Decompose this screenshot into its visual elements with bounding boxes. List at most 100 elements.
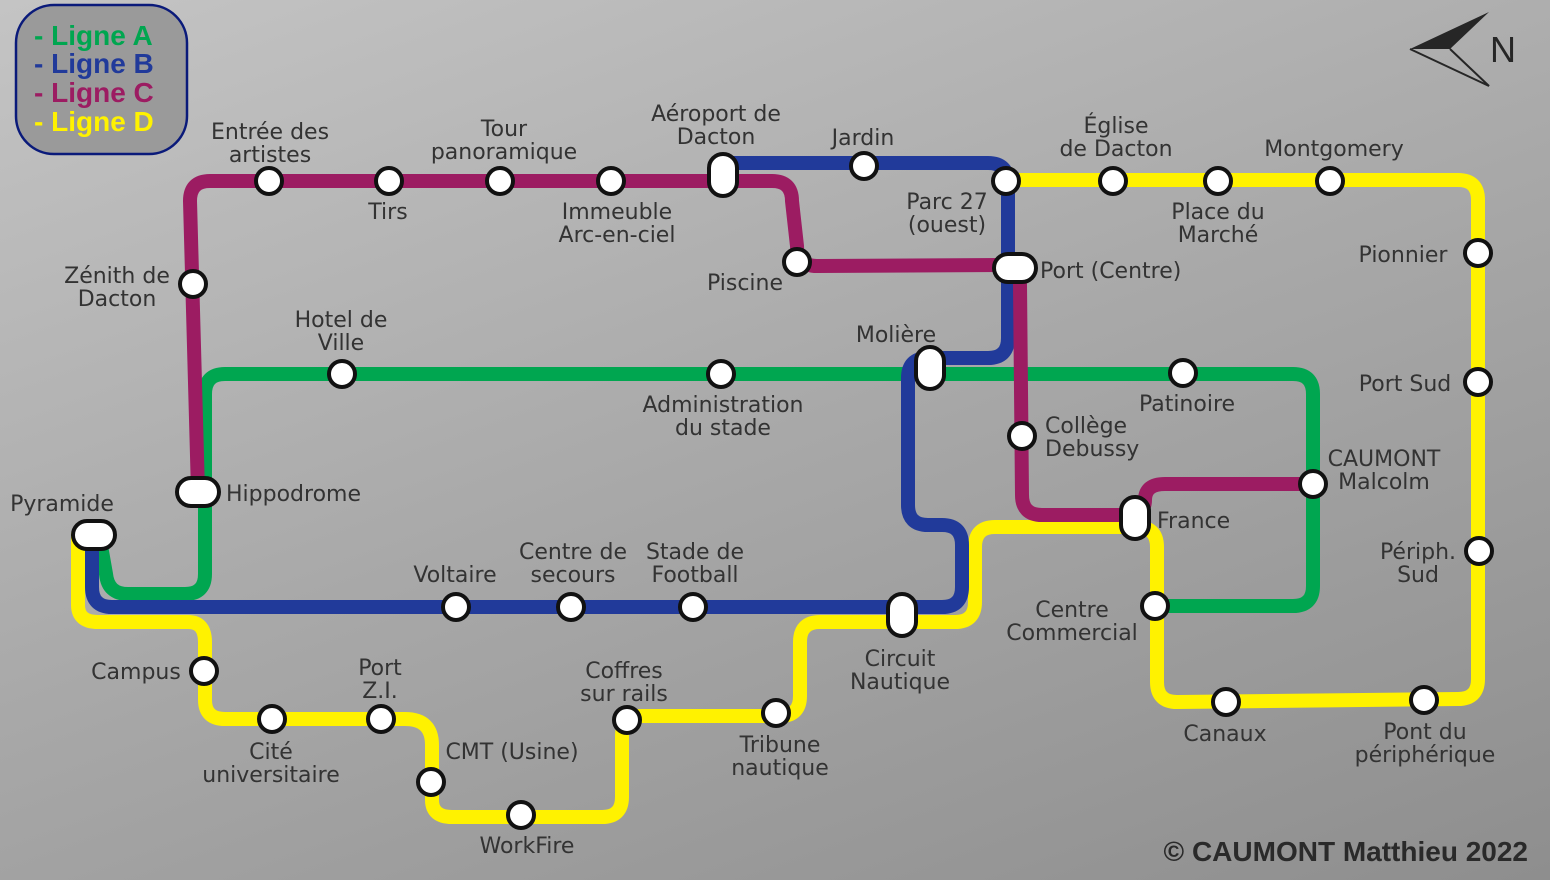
station[interactable]: Molière (856, 323, 946, 391)
station-label-line: Port (Centre) (1040, 259, 1181, 284)
station-marker[interactable] (1007, 421, 1037, 451)
station-marker[interactable] (374, 166, 404, 196)
station-marker[interactable] (1463, 367, 1493, 397)
station[interactable]: France (1119, 495, 1230, 541)
legend-line-b: - Ligne B (34, 48, 154, 79)
station[interactable]: Piscine (707, 247, 812, 296)
station[interactable]: WorkFire (480, 800, 575, 859)
station-marker[interactable] (1315, 166, 1345, 196)
station-marker[interactable] (1211, 687, 1241, 717)
station-marker[interactable] (678, 592, 708, 622)
station-label-line: secours (530, 563, 615, 588)
station[interactable]: Parc 27(ouest) (906, 166, 1021, 238)
station[interactable]: Patinoire (1139, 358, 1235, 417)
station-marker[interactable] (175, 476, 221, 508)
station-marker[interactable] (992, 252, 1038, 284)
station-marker[interactable] (886, 592, 918, 638)
station-marker[interactable] (254, 166, 284, 196)
station-marker[interactable] (612, 705, 642, 735)
station-marker[interactable] (706, 359, 736, 389)
station-label: Molière (856, 323, 936, 348)
station[interactable]: Canaux (1183, 687, 1267, 747)
station-marker[interactable] (257, 704, 287, 734)
station-marker[interactable] (71, 519, 117, 551)
station[interactable]: Campus (91, 656, 219, 686)
station-label: Campus (91, 660, 181, 685)
station[interactable]: Port (Centre) (992, 252, 1181, 284)
station-label-line: Football (651, 563, 738, 588)
station-marker[interactable] (441, 592, 471, 622)
station[interactable]: CMT (Usine) (416, 740, 579, 797)
station-label-line: Aéroport de (651, 102, 781, 127)
station-marker[interactable] (914, 345, 946, 391)
station-marker[interactable] (366, 704, 396, 734)
station[interactable]: Périph.Sud (1380, 536, 1494, 588)
station-label-line: Circuit (865, 647, 936, 672)
station-marker[interactable] (485, 166, 515, 196)
station-marker[interactable] (596, 166, 626, 196)
station-marker[interactable] (178, 269, 208, 299)
station-marker[interactable] (1463, 238, 1493, 268)
station[interactable]: Jardin (830, 126, 895, 181)
station[interactable]: Voltaire (413, 563, 497, 622)
station-marker[interactable] (707, 152, 739, 198)
station-marker[interactable] (189, 656, 219, 686)
line-a-track (93, 367, 1320, 613)
station-marker[interactable] (991, 166, 1021, 196)
station-marker[interactable] (416, 767, 446, 797)
station-marker[interactable] (849, 151, 879, 181)
station-marker[interactable] (1168, 358, 1198, 388)
station[interactable]: Pyramide (10, 492, 117, 551)
station-marker[interactable] (1409, 685, 1439, 715)
station-marker[interactable] (761, 698, 791, 728)
station-label-line: Hotel de (295, 308, 388, 333)
compass-label: N (1490, 29, 1516, 70)
station-marker[interactable] (1098, 166, 1128, 196)
copyright: © CAUMONT Matthieu 2022 (1164, 836, 1528, 867)
station-marker[interactable] (1203, 166, 1233, 196)
station-marker[interactable] (1140, 591, 1170, 621)
station-label-line: Commercial (1006, 621, 1138, 646)
station[interactable]: Montgomery (1264, 137, 1404, 196)
station-marker[interactable] (506, 800, 536, 830)
station[interactable]: Port Sud (1359, 367, 1493, 397)
station-label-line: sur rails (580, 682, 668, 707)
station-marker[interactable] (1298, 469, 1328, 499)
station-label: France (1157, 509, 1230, 534)
station-marker[interactable] (1119, 495, 1151, 541)
station[interactable]: Tirs (367, 166, 408, 225)
station-marker[interactable] (782, 247, 812, 277)
station-marker[interactable] (1464, 536, 1494, 566)
station[interactable]: Hippodrome (175, 476, 361, 508)
station-label: Hippodrome (226, 482, 361, 507)
station-marker[interactable] (327, 359, 357, 389)
station-marker[interactable] (556, 592, 586, 622)
station[interactable]: Pionnier (1359, 238, 1493, 268)
